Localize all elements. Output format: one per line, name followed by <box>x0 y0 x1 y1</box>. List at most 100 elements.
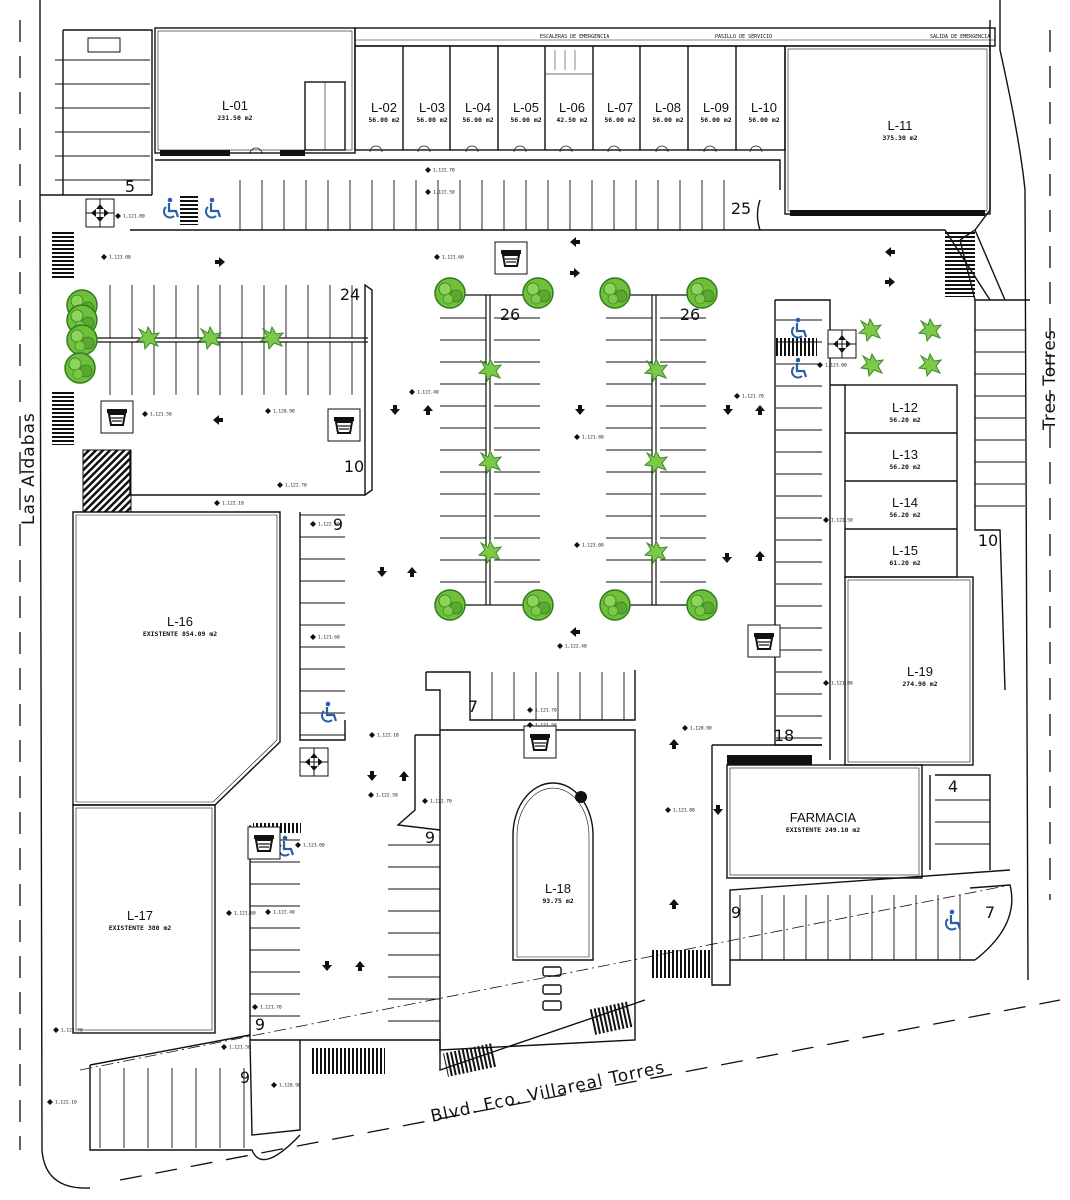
elevation-label: 1,122.40 <box>273 910 295 916</box>
unit-area-label: EXISTENTE 854.09 m2 <box>143 630 217 638</box>
elevation-marker-icon <box>368 792 374 798</box>
parking-count: 7 <box>985 903 995 922</box>
unit-id-label: L-17 <box>127 908 153 923</box>
wheelchair-icon <box>320 700 338 723</box>
wall-strip <box>790 210 985 216</box>
unit-area-label: 56.00 m2 <box>748 116 779 124</box>
elevation-markers: 1,122.70 1,122.50 1,121.80 1,123.00 1,121.60… <box>47 167 853 1106</box>
unit-area-label: 56.00 m2 <box>700 116 731 124</box>
unit-id-label: L-13 <box>892 447 918 462</box>
booth <box>87 37 121 53</box>
unit-area-label: 56.20 m2 <box>889 463 920 471</box>
elevation-label: 1,122.40 <box>565 644 587 650</box>
direction-arrow-icon <box>215 257 225 267</box>
tree-icon <box>434 589 466 621</box>
direction-arrow-icon <box>722 553 732 563</box>
unit-id-label: L-14 <box>892 495 918 510</box>
elevation-label: 1,121.50 <box>150 412 172 418</box>
door-icon <box>749 145 763 153</box>
parking-count: 9 <box>240 1068 250 1087</box>
tree-icon <box>64 352 96 384</box>
elevation-label: 1,121.80 <box>673 808 695 814</box>
wheelchair-icon <box>277 834 295 857</box>
direction-arrow-icon <box>885 247 895 257</box>
unit-id-label: L-08 <box>655 100 681 115</box>
direction-arrow-icon <box>723 405 733 415</box>
shrub-icon <box>918 318 942 342</box>
parking-count: 18 <box>774 726 794 745</box>
road-centerlines <box>19 20 1061 1181</box>
elevation-label: 1,121.60 <box>234 911 256 917</box>
parking-count: 10 <box>344 457 364 476</box>
elevation-marker-icon <box>409 389 415 395</box>
elevation-label: 1,121.80 <box>582 435 604 441</box>
road-label-east: Tres Torres <box>1040 329 1060 431</box>
direction-arrow-icon <box>377 567 387 577</box>
unit-id-label: L-04 <box>465 100 491 115</box>
unit-id-label: L-15 <box>892 543 918 558</box>
parking-count: 26 <box>680 305 700 324</box>
door-icon <box>655 145 669 153</box>
unit-id-label: L-03 <box>419 100 445 115</box>
elevation-marker-icon <box>252 1004 258 1010</box>
parking-count: 9 <box>425 828 435 847</box>
hydrant-icon <box>85 198 115 228</box>
unit-id-label: L-10 <box>751 100 777 115</box>
elevation-label: 1,121.80 <box>831 681 853 687</box>
elevation-marker-icon <box>221 1044 227 1050</box>
elevation-marker-icon <box>265 408 271 414</box>
parking-count: 4 <box>948 777 958 796</box>
elevation-label: 1,121.60 <box>318 635 340 641</box>
door-icon <box>369 145 383 153</box>
elevation-marker-icon <box>425 189 431 195</box>
unit-id-label: L-12 <box>892 400 918 415</box>
direction-arrow-icon <box>713 805 723 815</box>
elevation-label: 1,120.90 <box>279 1083 301 1089</box>
tree-icon <box>522 589 554 621</box>
direction-arrow-icon <box>755 405 765 415</box>
unit-area-label: 42.50 m2 <box>556 116 587 124</box>
unit-area-label: 56.00 m2 <box>462 116 493 124</box>
elevation-label: 1,123.00 <box>582 543 604 549</box>
fixture <box>575 791 587 803</box>
trees <box>64 277 942 621</box>
door-icon <box>249 147 263 155</box>
door-icon <box>417 145 431 153</box>
unit-area-label: 375.30 m2 <box>882 134 917 142</box>
door-icon <box>559 145 573 153</box>
road-dashdot <box>79 884 1011 1071</box>
elevation-marker-icon <box>47 1099 53 1105</box>
elevation-label: 1,122.70 <box>433 168 455 174</box>
shrub-icon <box>918 353 942 377</box>
direction-arrow-icon <box>367 771 377 781</box>
elevation-label: 1,121.70 <box>535 708 557 714</box>
direction-arrow-icon <box>399 771 409 781</box>
tree-icon <box>686 589 718 621</box>
direction-arrow-icon <box>322 961 332 971</box>
shrub-icon <box>644 450 668 474</box>
parking-count: 9 <box>333 515 343 534</box>
hydrant-icon <box>827 329 857 359</box>
trash-bin-icon <box>327 408 361 442</box>
elevation-label: 1,122.40 <box>417 390 439 396</box>
tree-icon <box>599 589 631 621</box>
elevation-marker-icon <box>265 909 271 915</box>
unit-area-label: 56.00 m2 <box>604 116 635 124</box>
unit-id-label: L-07 <box>607 100 633 115</box>
crosswalks <box>52 195 975 1077</box>
direction-arrow-icon <box>669 899 679 909</box>
elevation-label: 1,122.10 <box>222 501 244 507</box>
elevation-marker-icon <box>310 521 316 527</box>
elevation-marker-icon <box>557 643 563 649</box>
wall-strip <box>727 755 812 765</box>
elevation-label: 1,122.10 <box>377 733 399 739</box>
elevation-label: 1,122.50 <box>318 522 340 528</box>
elevation-marker-icon <box>369 732 375 738</box>
elevation-marker-icon <box>422 798 428 804</box>
unit-area-label: 56.20 m2 <box>889 416 920 424</box>
direction-arrow-icon <box>423 405 433 415</box>
elevation-marker-icon <box>574 434 580 440</box>
elevation-marker-icon <box>101 254 107 260</box>
elevation-marker-icon <box>817 362 823 368</box>
